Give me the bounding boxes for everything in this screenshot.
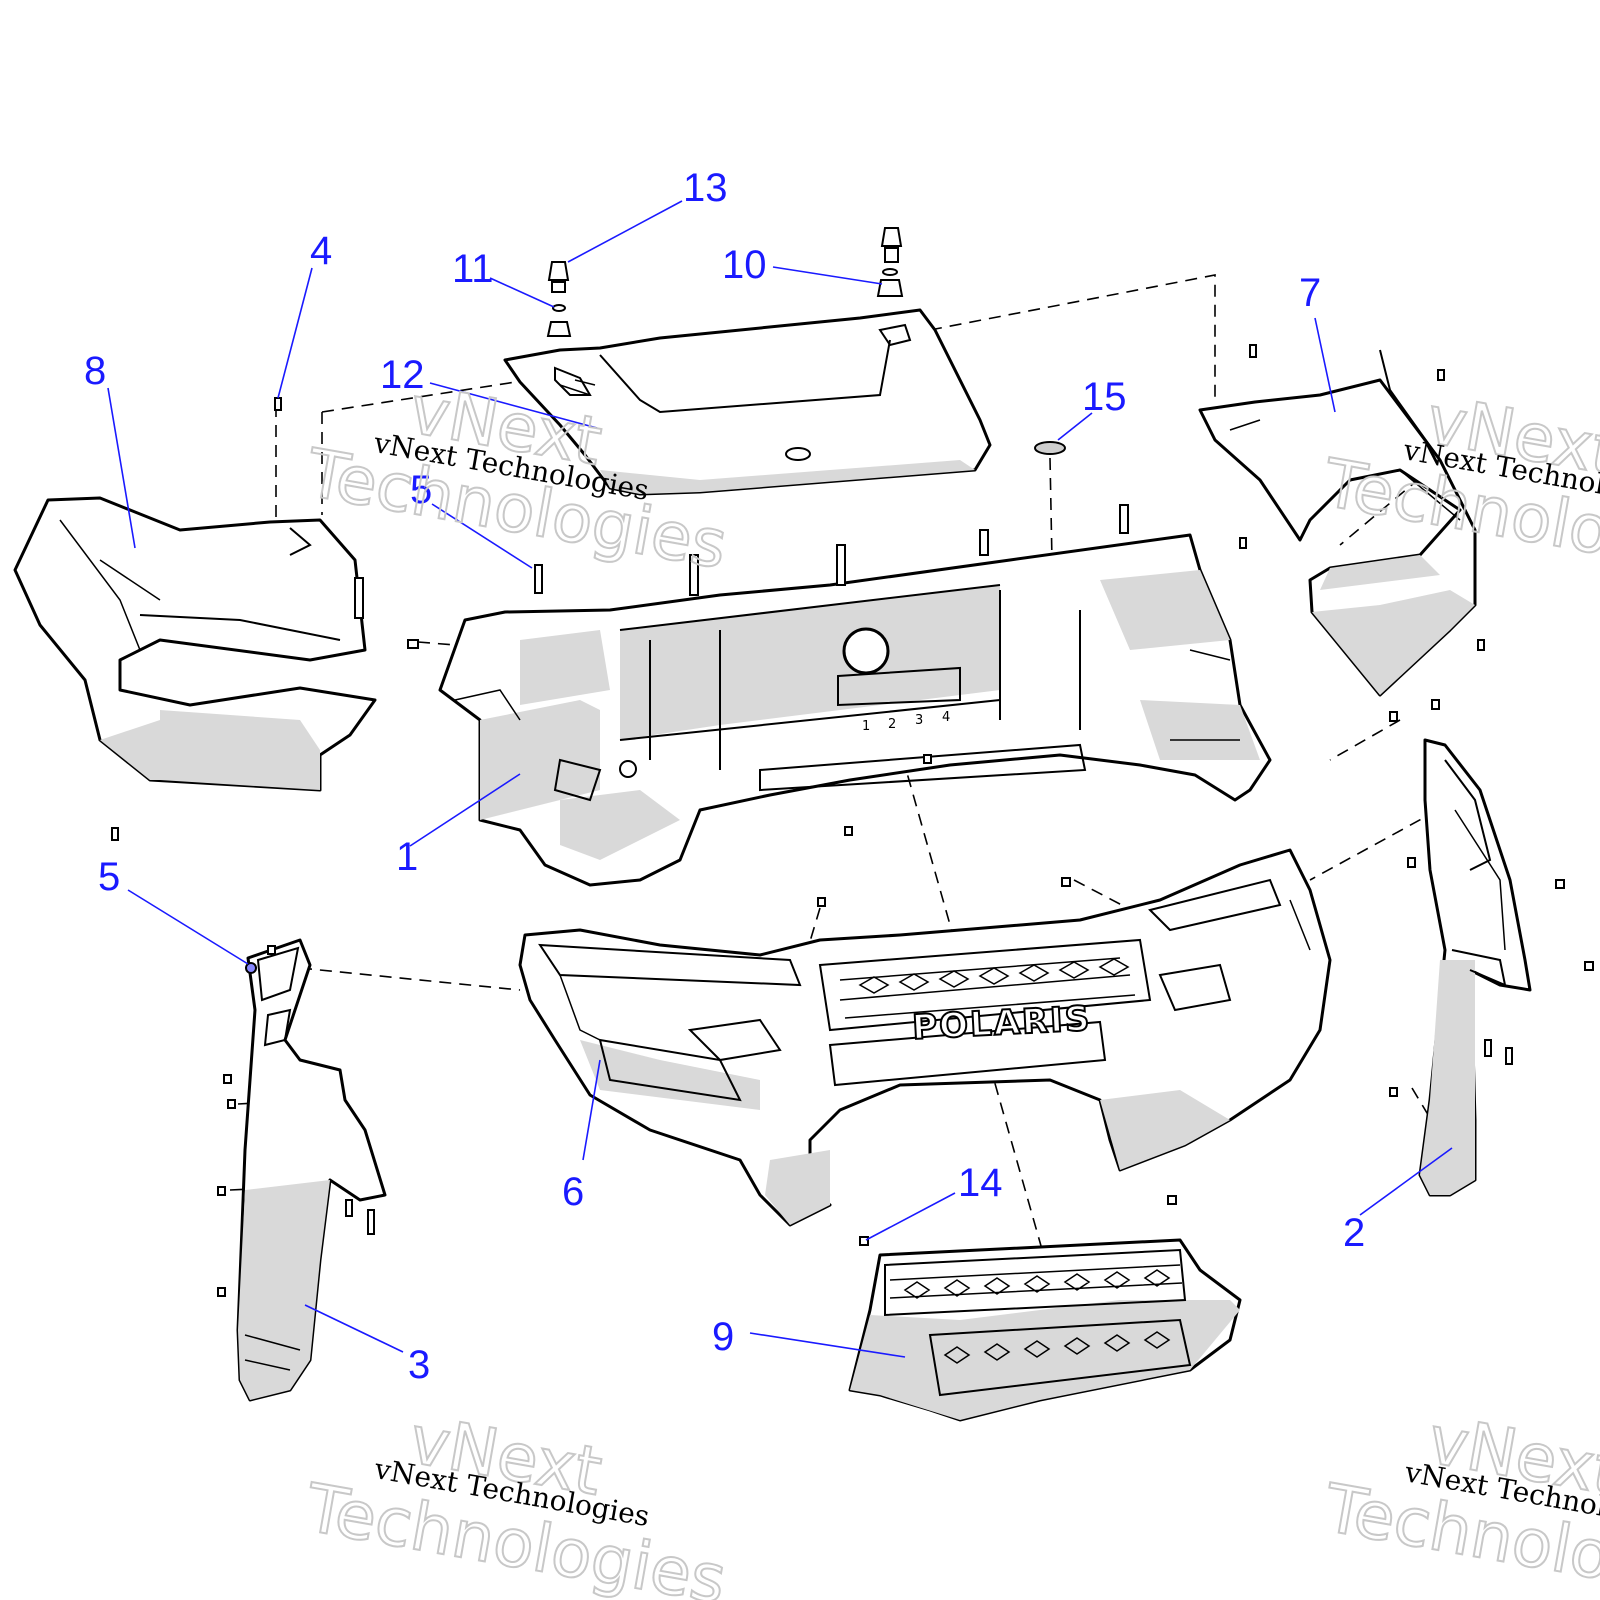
washer-10-11-icon xyxy=(552,268,898,312)
nut-5-icon xyxy=(245,962,257,974)
callout-15: 15 xyxy=(1082,375,1127,419)
part-3-left-fender xyxy=(236,938,387,1402)
grille-diamonds-upper xyxy=(858,958,1130,994)
part-2-right-fender xyxy=(1418,738,1532,1197)
callout-10: 10 xyxy=(722,243,767,287)
leader-lines xyxy=(107,200,1453,1358)
callout-7: 7 xyxy=(1299,271,1321,315)
part-9-lower-grille xyxy=(848,1238,1242,1422)
callout-2: 2 xyxy=(1343,1211,1365,1255)
grommet-icon xyxy=(546,279,904,337)
svg-text:3: 3 xyxy=(915,713,923,728)
callout-13: 13 xyxy=(683,166,728,210)
callout-9: 9 xyxy=(712,1315,734,1359)
callout-labels: 1 2 3 4 5 5 6 7 8 9 10 11 12 13 14 15 xyxy=(84,166,1365,1387)
callout-3: 3 xyxy=(408,1343,430,1387)
part-8-left-panel xyxy=(13,496,377,792)
watermark-group-bottom-left: vNext Technologies vNext Technologies xyxy=(299,1400,733,1600)
part-7-right-upper-panel xyxy=(1198,349,1477,697)
callout-14: 14 xyxy=(958,1161,1003,1205)
screw-icon xyxy=(111,344,1594,1297)
svg-text:4: 4 xyxy=(942,710,950,725)
fasteners xyxy=(111,227,1594,1297)
callout-8: 8 xyxy=(84,349,106,393)
callout-11: 11 xyxy=(452,247,494,291)
watermark-group-bottom-right: vNext Technologies vNext Technologies xyxy=(1317,1400,1600,1600)
callout-5-lower: 5 xyxy=(98,855,120,899)
svg-text:1: 1 xyxy=(862,719,870,734)
part-1-main-body: 1 2 3 4 xyxy=(438,533,1272,887)
callout-6: 6 xyxy=(562,1170,584,1214)
callout-5-upper: 5 xyxy=(410,468,432,512)
svg-text:2: 2 xyxy=(888,717,896,732)
callout-1: 1 xyxy=(396,835,418,879)
plug-15-icon xyxy=(1034,441,1066,455)
push-fastener-13-icon xyxy=(547,227,903,293)
fuse-slot-numbers: 1 2 3 4 xyxy=(862,710,950,734)
part-6-front-bumper: POLARIS xyxy=(518,848,1332,1227)
grille-diamonds-lower xyxy=(903,1269,1171,1364)
part-12-hood-panel xyxy=(503,308,992,496)
callout-12: 12 xyxy=(380,353,425,397)
callout-4: 4 xyxy=(310,229,332,273)
